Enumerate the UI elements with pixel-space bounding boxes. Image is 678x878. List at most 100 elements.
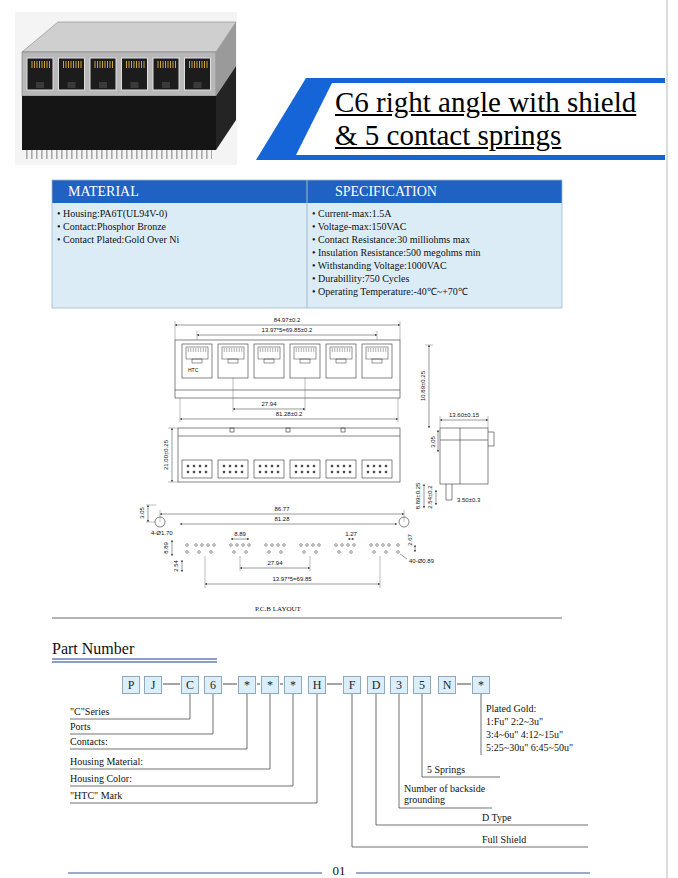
code-char: *	[267, 679, 273, 691]
top-view	[175, 340, 400, 398]
pcb-layout	[230, 544, 251, 554]
code-label: 5:25~30u" 6:45~50u"	[486, 742, 573, 753]
dimension: 21.00±0.25	[163, 439, 169, 471]
dimension-line	[240, 568, 310, 569]
page-border	[667, 0, 668, 878]
extension-line	[400, 321, 401, 340]
connector-photo	[90, 58, 116, 90]
extension-line	[168, 482, 178, 483]
code-box: F	[343, 676, 361, 694]
pcb-layout	[300, 544, 321, 554]
dimension-line	[197, 335, 377, 336]
code-box: 5	[413, 676, 431, 694]
dimension: 40-Ø0.89	[408, 558, 435, 564]
connector-photo	[15, 12, 237, 165]
extension-line	[175, 321, 176, 340]
code-box: *	[238, 676, 256, 694]
top-view	[175, 390, 400, 391]
code-label: Contacts:	[70, 736, 108, 747]
dimension: 8.89	[163, 541, 169, 555]
connector-photo	[26, 150, 212, 159]
page-title: C6 right angle with shield & 5 contact s…	[335, 86, 661, 152]
code-char: 3	[396, 679, 402, 691]
code-char: *	[290, 679, 296, 691]
view-caption: P.C.B LAYOUT	[255, 606, 301, 613]
connector-photo	[27, 58, 53, 90]
mark-text: HTC	[187, 368, 199, 373]
top-view	[218, 344, 248, 378]
code-char: J	[151, 679, 156, 691]
front-view	[290, 460, 320, 478]
front-view	[178, 436, 400, 437]
extension-line	[240, 556, 241, 571]
connector-photo	[153, 58, 179, 90]
extension-line	[197, 331, 198, 340]
code-box: *	[472, 676, 490, 694]
dimension: 3.50±0.3	[456, 497, 481, 503]
pcb-layout	[265, 544, 286, 554]
extension-line	[440, 416, 441, 428]
pcb-layout	[400, 554, 407, 559]
pcb-layout	[397, 544, 400, 547]
leader-line	[376, 694, 588, 825]
dimension: 27.94	[266, 560, 283, 566]
leader-line	[70, 694, 270, 769]
code-label: Ports	[70, 721, 91, 732]
front-view	[362, 460, 392, 478]
pcb-layout	[370, 544, 391, 554]
dimension: 2.67	[407, 533, 413, 547]
dimension: 81.28±0.2	[275, 411, 304, 417]
spec-item: • Contact Resistance:30 milliohms max	[312, 234, 470, 245]
code-label: 5 Springs	[427, 764, 465, 775]
section-heading: Part Number	[52, 640, 134, 658]
code-dash	[257, 684, 260, 685]
dimension-line	[424, 484, 425, 508]
page-number: 01	[333, 864, 346, 878]
extension-line	[180, 398, 181, 422]
code-label: "HTC" Mark	[70, 790, 122, 801]
spec-table	[52, 180, 562, 308]
spec-table	[52, 180, 562, 308]
front-view	[230, 428, 234, 432]
extension-line	[310, 556, 311, 571]
dimension-line	[438, 430, 439, 452]
spec-table	[307, 180, 308, 308]
extension-line	[404, 510, 405, 522]
top-view	[290, 344, 320, 378]
connector-photo	[59, 58, 85, 90]
spec-item: • Withstanding Voltage:1000VAC	[312, 260, 447, 271]
pcb-layout	[186, 544, 189, 547]
code-label: 3:4~6u" 4:12~15u"	[486, 729, 563, 740]
code-char: N	[443, 679, 452, 691]
dimension-line	[160, 514, 404, 515]
side-view	[440, 428, 488, 484]
dimension: 2.54±0.2	[427, 484, 433, 509]
dimension: 81.28	[273, 516, 290, 522]
dimension: 2.54	[173, 559, 179, 573]
code-box: J	[144, 676, 162, 694]
leader-line	[70, 694, 213, 734]
code-char: 6	[210, 679, 216, 691]
front-view	[254, 460, 284, 478]
code-box: 3	[390, 676, 408, 694]
spec-item: • Housing:PA6T(UL94V-0)	[57, 208, 167, 219]
code-label: Number of backside grounding	[404, 783, 496, 805]
top-view	[326, 344, 356, 378]
heading-underline	[52, 658, 217, 659]
spec-item: • Insulation Resistance:500 megohms min	[312, 247, 480, 258]
side-view	[446, 500, 452, 501]
code-box: P	[122, 676, 140, 694]
leader-line	[70, 694, 293, 786]
extension-line	[398, 398, 399, 422]
code-label: Housing Material:	[70, 756, 143, 767]
dimension-line	[180, 419, 398, 420]
code-label: 1:Fu" 2:2~3u"	[486, 716, 543, 727]
code-box: *	[261, 676, 279, 694]
leader-line	[70, 694, 190, 719]
leader-line	[481, 694, 482, 755]
code-char: F	[349, 679, 356, 691]
title-banner	[296, 83, 665, 155]
dimension-line	[440, 420, 488, 421]
spec-item: • Contact:Phosphor Bronze	[57, 221, 166, 232]
